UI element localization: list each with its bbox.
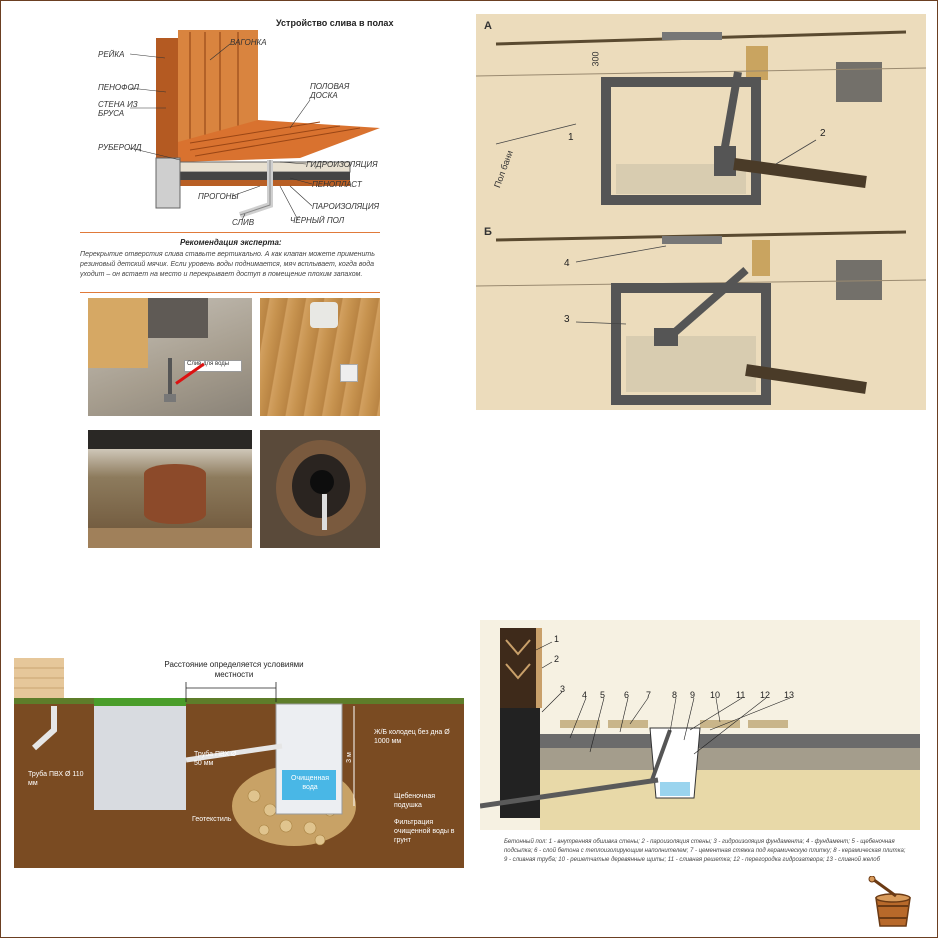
- drain-pit-diagram: А Б 300 Пол бани 1 2 3 4: [476, 14, 926, 410]
- expert-title: Рекомендация эксперта:: [180, 238, 282, 247]
- expert-text: Перекрытие отверстия слива ставьте верти…: [80, 251, 375, 278]
- label-penoplast: ПЕНОПЛАСТ: [312, 180, 362, 189]
- num-6: 6: [624, 690, 630, 700]
- concrete-floor-scheme: 1 2 3 4 5 6 7 8 9 10 11 12 13 Бетонный п…: [480, 620, 920, 900]
- filtration-label: Фильтрация очищенной воды в грунт: [394, 819, 455, 844]
- num-3: 3: [560, 684, 566, 694]
- geotextile-label: Геотекстиль: [192, 816, 232, 823]
- label-b: Б: [484, 226, 492, 238]
- well-label: Ж/Б колодец без дна Ø 1000 мм: [374, 729, 450, 745]
- photo-drain-corner: Слив для воды: [88, 298, 252, 416]
- label-progony: ПРОГОНЫ: [198, 192, 239, 201]
- gravel-label: Щебеночная подушка: [394, 793, 436, 809]
- num-10: 10: [710, 690, 721, 700]
- label-a: А: [484, 20, 492, 32]
- label-penofol: ПЕНОФОЛ: [98, 83, 139, 92]
- pit-scheme-drawing: [476, 30, 926, 405]
- pipe-110-label: Труба ПВХ Ø 110 мм: [28, 771, 84, 787]
- label-cherny: ЧЁРНЫЙ ПОЛ: [290, 216, 345, 225]
- num-1: 1: [568, 132, 574, 143]
- label-paro: ПАРОИЗОЛЯЦИЯ: [312, 202, 380, 211]
- depth-label: 3 м: [345, 752, 353, 763]
- photo-floor-grate: [260, 298, 380, 416]
- distance-label: Расстояние определяется условиями местно…: [164, 660, 304, 679]
- diagram-title: Устройство слива в полах: [276, 18, 394, 28]
- label-polovaya: ПОЛОВАЯ ДОСКА: [310, 82, 350, 100]
- divider-line-2: [80, 292, 380, 293]
- num-11: 11: [736, 690, 746, 700]
- num-4: 4: [564, 258, 570, 269]
- num-2: 2: [554, 654, 560, 664]
- septic-scheme-drawing: [14, 658, 464, 868]
- num-3: 3: [564, 314, 570, 325]
- num-5: 5: [600, 690, 606, 700]
- num-1: 1: [554, 634, 560, 644]
- bucket-logo-icon: [866, 875, 920, 930]
- divider-line: [80, 232, 380, 233]
- photo-well-top: [260, 430, 380, 548]
- num-9: 9: [690, 690, 696, 700]
- concrete-floor-caption: Бетонный пол: 1 - внутренняя обшивка сте…: [504, 839, 906, 863]
- num-12: 12: [760, 690, 771, 700]
- pipe-50-label: Труба ПВХ Ø 50 мм: [194, 751, 237, 767]
- label-vagonka: ВАГОНКА: [230, 38, 267, 47]
- floor-cutaway-drawing: [129, 30, 380, 221]
- septic-well-scheme: Расстояние определяется условиями местно…: [14, 658, 464, 868]
- concrete-floor-drawing: [480, 620, 920, 830]
- num-4: 4: [582, 690, 588, 700]
- label-stena: СТЕНА ИЗ БРУСА: [98, 100, 138, 118]
- num-8: 8: [672, 690, 678, 700]
- label-ruberoid: РУБЕРОИД: [98, 143, 142, 152]
- num-2: 2: [820, 128, 826, 139]
- label-reika: РЕЙКА: [98, 50, 125, 59]
- clean-water-label: Очищенная вода: [291, 775, 329, 791]
- label-gidro: ГИДРОИЗОЛЯЦИЯ: [306, 160, 378, 169]
- num-13: 13: [784, 690, 795, 700]
- dim-300: 300: [590, 51, 601, 67]
- photo-brick-well: [88, 430, 252, 548]
- photo-caption: Слив для воды: [187, 361, 230, 367]
- floor-drain-illustration: Устройство слива в полах: [80, 10, 400, 550]
- label-sliv: СЛИВ: [232, 218, 255, 227]
- num-7: 7: [646, 690, 652, 700]
